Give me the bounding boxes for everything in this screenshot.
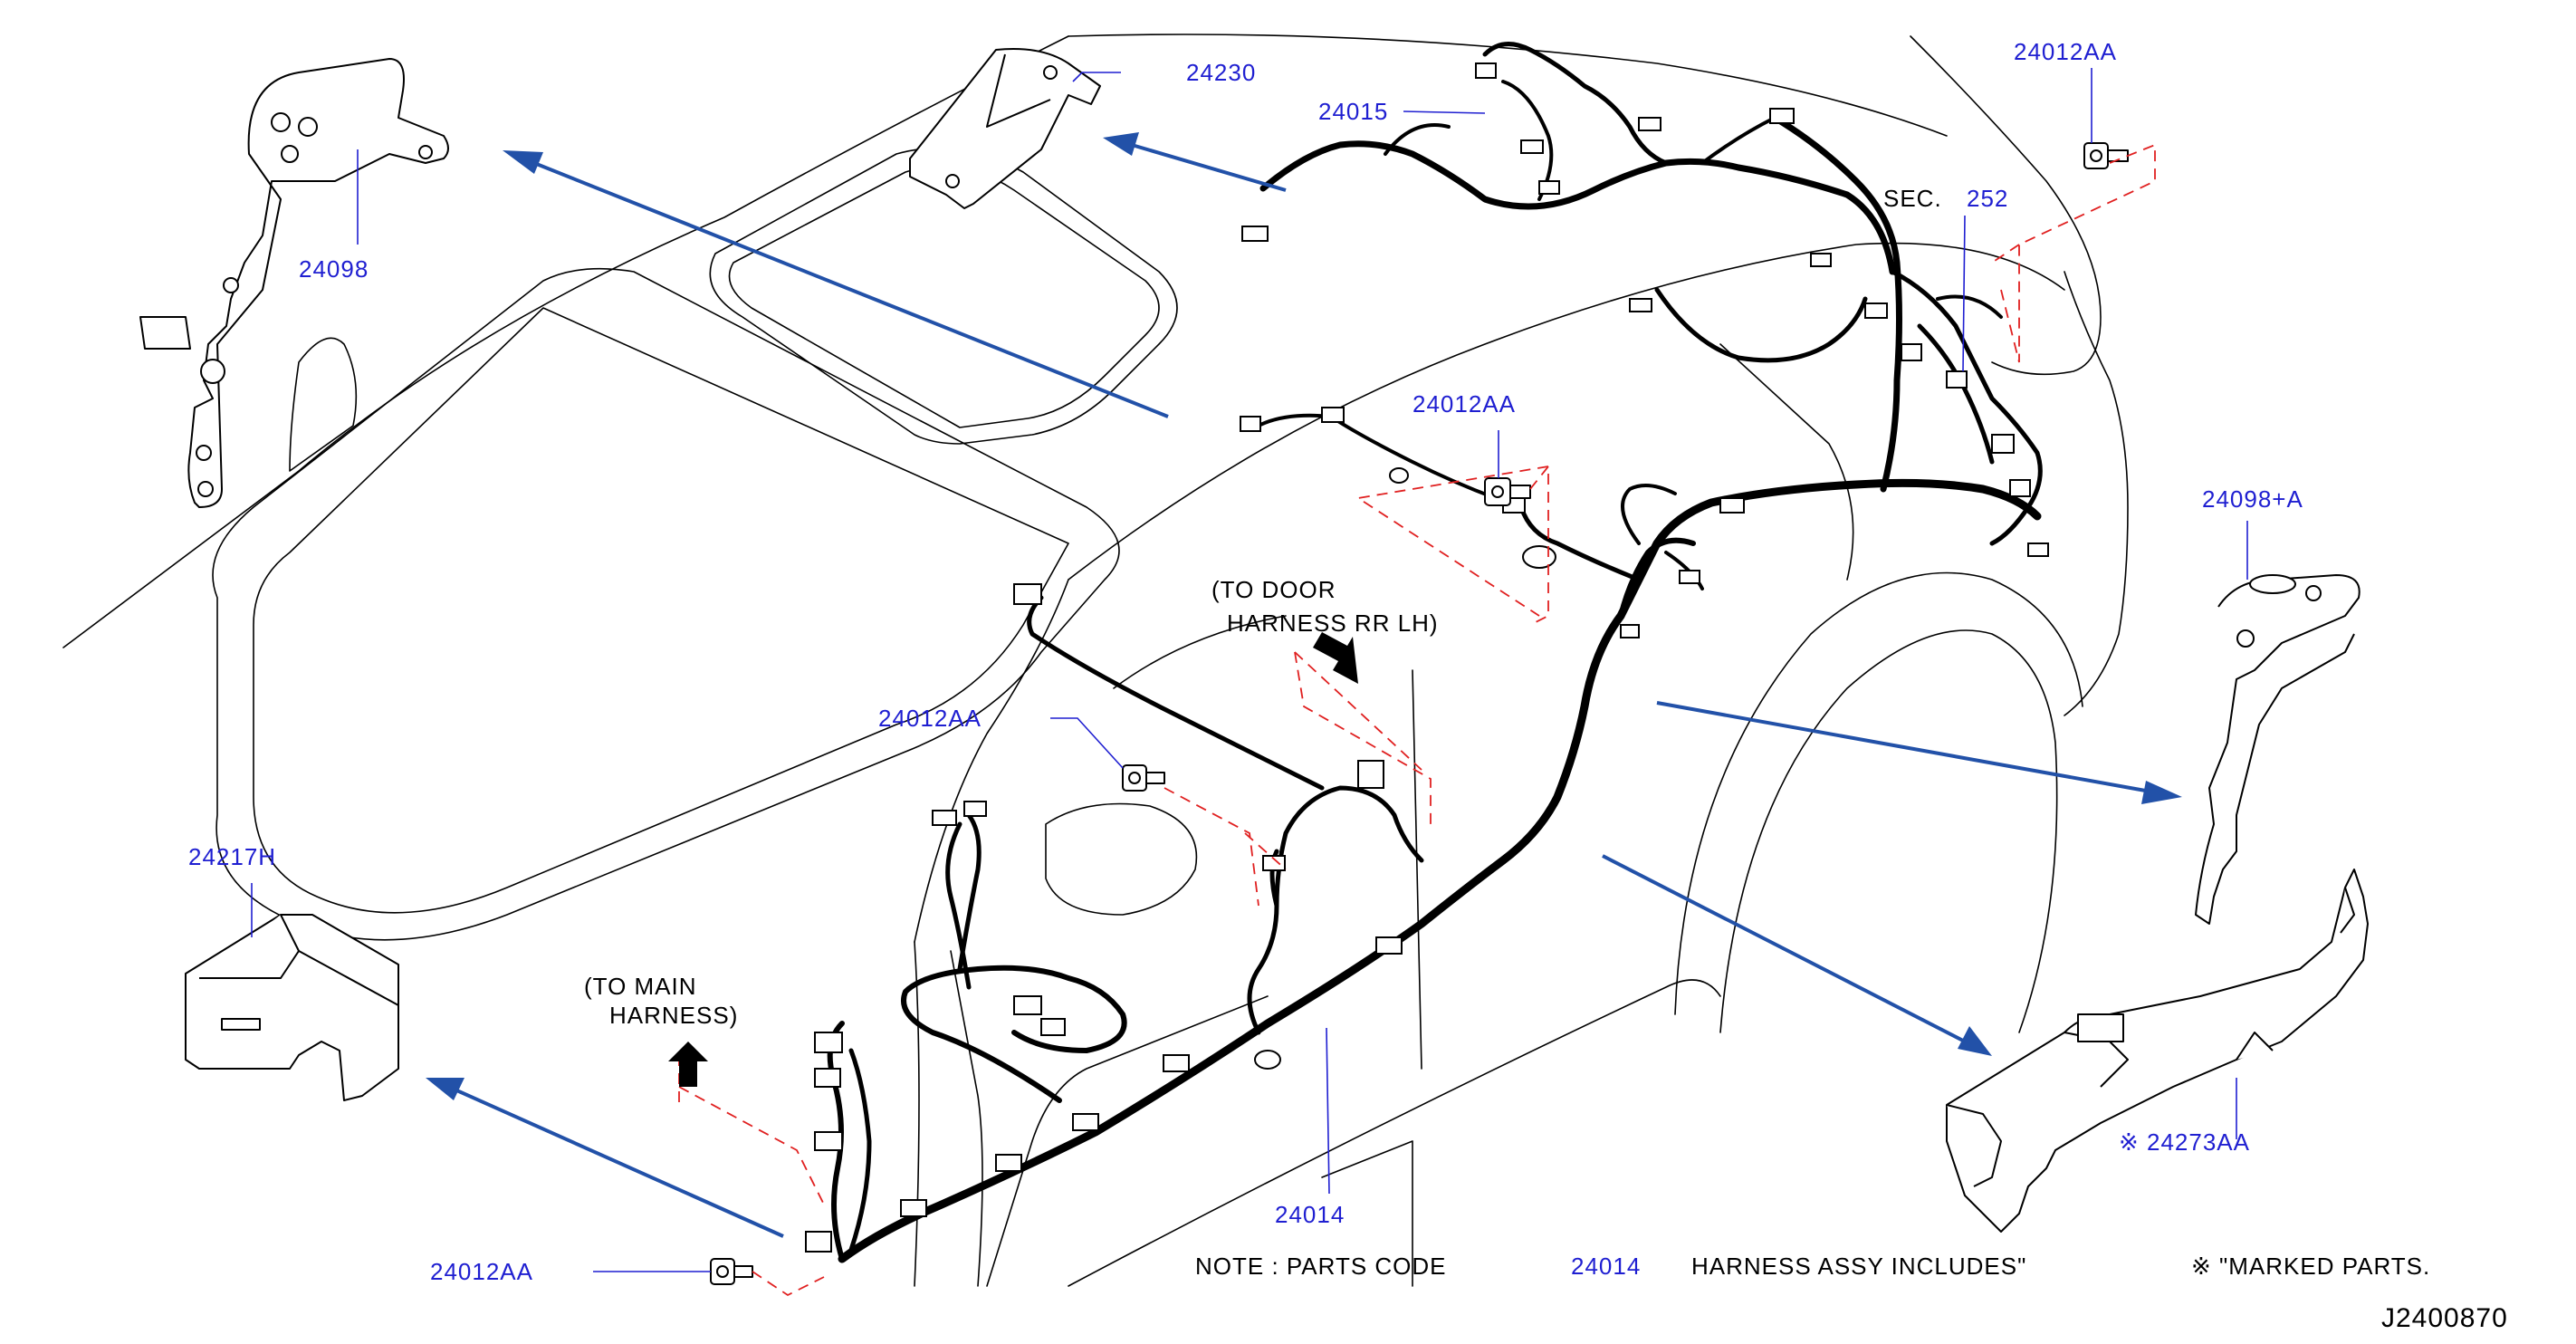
label-24015: 24015 — [1318, 98, 1388, 125]
arrow-to-24217h-head — [426, 1078, 464, 1100]
footnote-suffix: HARNESS ASSY INCLUDES" — [1691, 1253, 2026, 1280]
label-24217h: 24217H — [188, 843, 276, 870]
direction-arrows — [426, 132, 2182, 1238]
note-main-line1: (TO MAIN — [584, 973, 697, 1000]
arrow-to-24098a-head — [2141, 781, 2182, 804]
note-door-line2: HARNESS RR LH) — [1227, 610, 1439, 637]
label-24012aa-mid: 24012AA — [1412, 390, 1516, 418]
part-24273aa-protector — [1946, 869, 2369, 1233]
vehicle-body-outline — [62, 34, 2129, 1287]
bolt-24012aa-top — [2083, 142, 2129, 169]
harness-24015 — [1259, 42, 2043, 546]
dashed-guides — [678, 143, 2156, 1297]
label-24014: 24014 — [1275, 1201, 1345, 1228]
part-24098a-bracket — [2195, 574, 2361, 925]
black-arrows — [668, 632, 1358, 1087]
label-sec-252: 252 — [1967, 185, 2008, 212]
diagram-code: J2400870 — [2381, 1303, 2508, 1333]
label-24230: 24230 — [1186, 59, 1256, 86]
arrow-to-main-harness — [668, 1042, 708, 1087]
arrow-to-24230-head — [1103, 132, 1139, 156]
harness-connectors — [805, 62, 2049, 1253]
arrow-to-door-harness — [1313, 632, 1358, 684]
label-24012aa-bottom: 24012AA — [430, 1258, 533, 1285]
label-sec: SEC. — [1883, 185, 1942, 212]
arrow-to-24098-head — [503, 150, 543, 174]
label-24012aa-left: 24012AA — [878, 705, 982, 732]
footnote-code: 24014 — [1571, 1253, 1641, 1280]
note-door-line1: (TO DOOR — [1211, 576, 1336, 603]
label-24012aa-top: 24012AA — [2014, 38, 2117, 65]
arrow-to-24273aa-head — [1958, 1026, 1992, 1056]
note-main-line2: HARNESS) — [609, 1002, 738, 1029]
part-24217h-cover — [185, 914, 399, 1101]
label-24098a: 24098+A — [2202, 485, 2303, 513]
leader-lines — [251, 68, 2248, 1272]
part-24098-bracket — [139, 58, 449, 508]
part-24230-bracket — [909, 48, 1101, 209]
footnote-marked: ※ "MARKED PARTS. — [2191, 1253, 2430, 1280]
label-24273aa: ※ 24273AA — [2119, 1128, 2250, 1156]
label-24098: 24098 — [299, 255, 369, 283]
bolt-24012aa-left — [1122, 764, 1165, 792]
bolt-24012aa-mid — [1484, 477, 1531, 506]
bolt-24012aa-bottom — [710, 1258, 753, 1285]
footnote-prefix: NOTE : PARTS CODE — [1195, 1253, 1447, 1280]
harness-24014 — [827, 413, 2042, 1263]
